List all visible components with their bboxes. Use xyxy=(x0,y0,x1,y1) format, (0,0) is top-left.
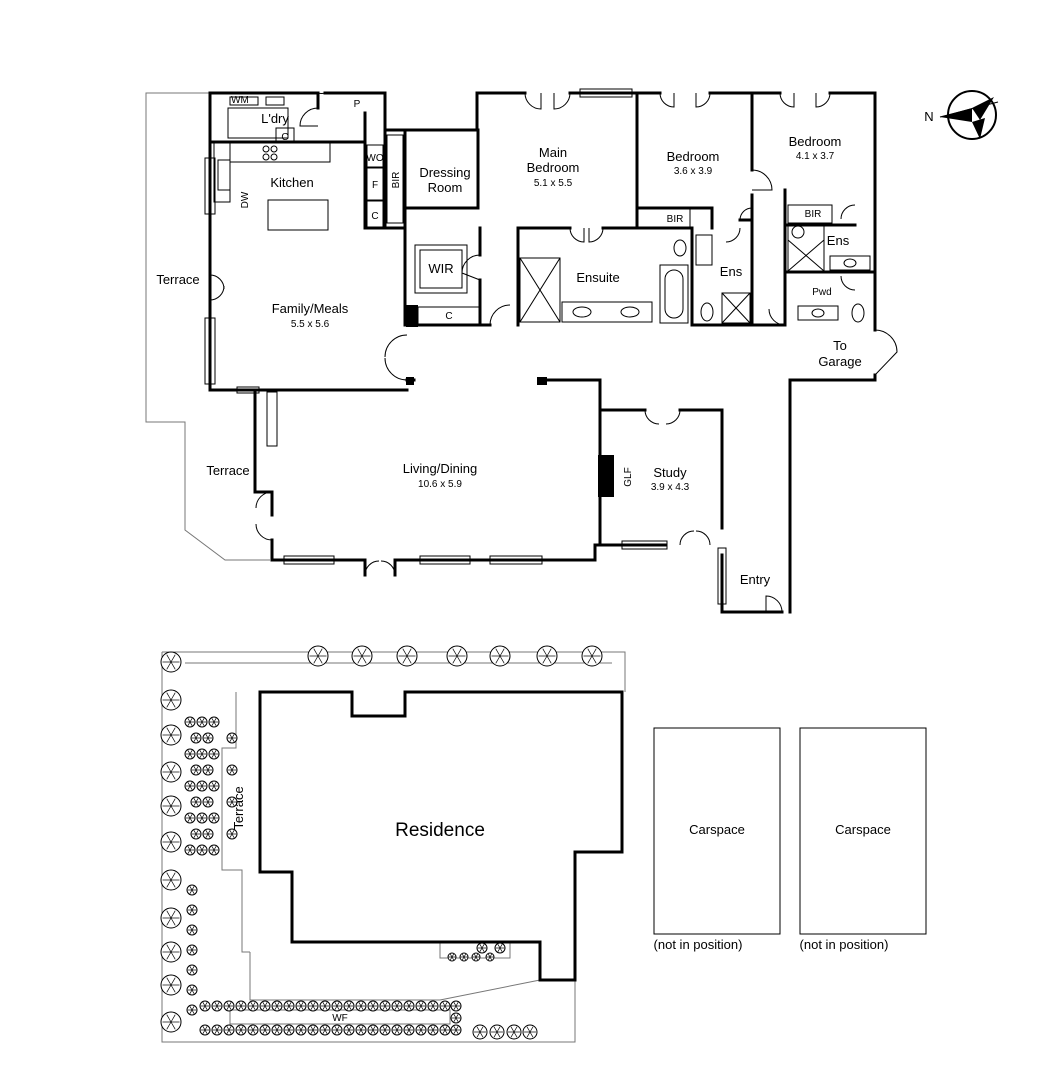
wf-label: WF xyxy=(332,1013,348,1024)
main-bedroom-label-line2: Bedroom xyxy=(527,160,580,175)
carspace-2-label: Carspace xyxy=(835,822,891,837)
bedroom2-dimensions: 3.6 x 3.9 xyxy=(674,166,713,177)
bir-bed2-label: BIR xyxy=(667,214,684,225)
ens-bed2-label: Ens xyxy=(720,264,743,279)
site-plan xyxy=(161,651,626,1043)
kitchen-label: Kitchen xyxy=(270,175,313,190)
entry-label: Entry xyxy=(740,572,771,587)
bedroom2-label: Bedroom xyxy=(667,149,720,164)
room-labels: WM L'dry P C WO F C Kitchen DW BIR Dress… xyxy=(156,95,861,587)
carspace-2-note: (not in position) xyxy=(800,937,889,952)
carspace-1-note: (not in position) xyxy=(654,937,743,952)
main-bedroom-dimensions: 5.1 x 5.5 xyxy=(534,178,573,189)
terrace-left-label: Terrace xyxy=(156,272,199,287)
glf-label: GLF xyxy=(623,467,634,486)
wo-label: WO xyxy=(366,153,383,164)
pantry-label: P xyxy=(354,99,361,110)
door-swings xyxy=(209,92,898,613)
carspace-2 xyxy=(799,727,927,935)
carspace-1-label: Carspace xyxy=(689,822,745,837)
compass-rose-icon xyxy=(939,90,999,140)
fridge-label: F xyxy=(372,180,378,191)
kitchen-cupboard-label: C xyxy=(371,211,378,222)
compass-north-label: N xyxy=(924,109,933,124)
wm-label: WM xyxy=(231,95,249,106)
powder-room-label: Pwd xyxy=(812,287,831,298)
carspace-1 xyxy=(653,727,781,935)
dishwasher-label: DW xyxy=(240,191,251,208)
site-terrace-label: Terrace xyxy=(231,786,246,829)
bir-bed3-label: BIR xyxy=(805,209,822,220)
family-meals-label: Family/Meals xyxy=(272,301,349,316)
ensuite-label: Ensuite xyxy=(576,270,619,285)
study-label: Study xyxy=(653,465,687,480)
bedroom3-label: Bedroom xyxy=(789,134,842,149)
site-labels: Residence Terrace WF xyxy=(231,786,485,1024)
floor-plan-details xyxy=(204,88,871,605)
to-garage-label-line1: To xyxy=(833,338,847,353)
residence-label: Residence xyxy=(395,820,485,841)
study-dimensions: 3.9 x 4.3 xyxy=(651,482,690,493)
carspaces: Carspace (not in position) Carspace (not… xyxy=(653,727,927,952)
wir-cupboard-label: C xyxy=(445,311,452,322)
ens-bed3-label: Ens xyxy=(827,233,850,248)
living-dining-label: Living/Dining xyxy=(403,461,477,476)
wir-label: WIR xyxy=(428,261,453,276)
main-bedroom-label-line1: Main xyxy=(539,145,567,160)
living-dining-dimensions: 10.6 x 5.9 xyxy=(418,479,462,490)
laundry-label: L'dry xyxy=(261,111,289,126)
floor-plan-walls xyxy=(145,91,877,614)
site-trees xyxy=(160,645,603,1040)
bir-dressing-label: BIR xyxy=(391,172,402,189)
bedroom3-dimensions: 4.1 x 3.7 xyxy=(796,151,835,162)
dressing-room-label-line1: Dressing xyxy=(419,165,470,180)
dressing-room-label-line2: Room xyxy=(428,180,463,195)
to-garage-label-line2: Garage xyxy=(818,354,861,369)
laundry-cupboard-label: C xyxy=(281,132,288,143)
terrace-lower-label: Terrace xyxy=(206,463,249,478)
family-meals-dimensions: 5.5 x 5.6 xyxy=(291,319,330,330)
